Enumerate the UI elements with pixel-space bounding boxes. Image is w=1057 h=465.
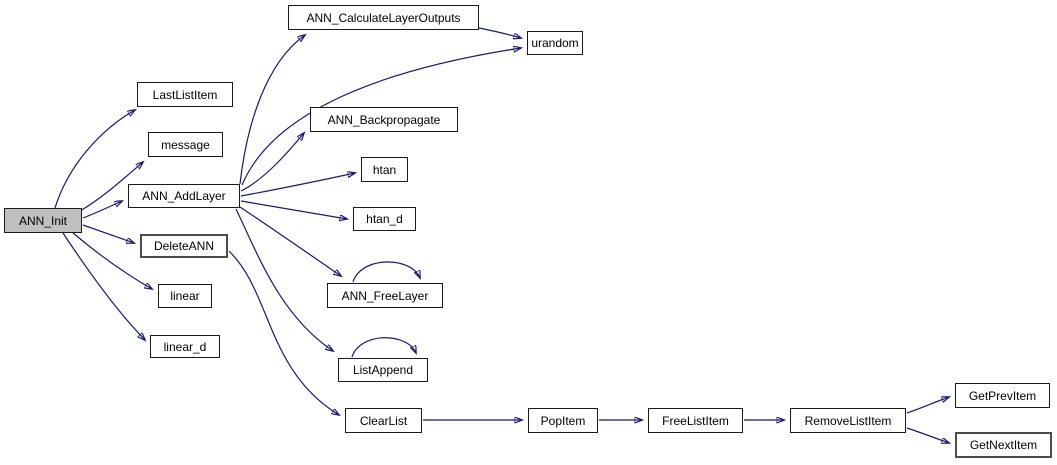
node-clearlist[interactable]: ClearList xyxy=(345,408,422,433)
node-deleteann[interactable]: DeleteANN xyxy=(140,234,228,258)
node-htan-d[interactable]: htan_d xyxy=(353,207,416,231)
node-urandom[interactable]: urandom xyxy=(527,31,583,55)
edge-ann-init-message xyxy=(79,162,143,212)
node-ann-freelayer[interactable]: ANN_FreeLayer xyxy=(327,283,443,308)
edge-ann-freelayer-self-loop xyxy=(352,261,420,283)
node-linear[interactable]: linear xyxy=(158,284,212,308)
edge-removelistitem-getprevitem xyxy=(906,397,949,414)
node-ann-init: ANN_Init xyxy=(4,208,82,233)
node-popitem[interactable]: PopItem xyxy=(528,408,598,433)
node-lastlistitem[interactable]: LastListItem xyxy=(137,82,233,107)
edge-ann-init-deleteann xyxy=(82,224,134,243)
edge-ann-addlayer-listappend xyxy=(235,208,333,351)
edge-ann-addlayer-htan-d xyxy=(240,200,347,219)
node-getnextitem[interactable]: GetNextItem xyxy=(955,432,1052,458)
node-freelistitem[interactable]: FreeListItem xyxy=(648,408,743,433)
edge-listappend-self-loop xyxy=(351,337,416,358)
node-ann-backpropagate[interactable]: ANN_Backpropagate xyxy=(310,107,458,132)
edge-ann-init-ann-addlayer xyxy=(82,201,122,219)
edge-ann-addlayer-htan xyxy=(240,173,355,197)
node-removelistitem[interactable]: RemoveListItem xyxy=(790,408,906,433)
node-htan[interactable]: htan xyxy=(361,157,408,182)
edge-ann-init-lastlistitem xyxy=(54,110,135,209)
edge-ann-init-linear-d xyxy=(62,232,145,340)
edge-ann-addlayer-ann-backpropagate xyxy=(240,133,304,192)
node-listappend[interactable]: ListAppend xyxy=(338,358,428,382)
node-ann-addlayer[interactable]: ANN_AddLayer xyxy=(128,184,240,208)
edge-removelistitem-getnextitem xyxy=(906,427,949,443)
edge-ann-addlayer-urandom xyxy=(241,48,521,186)
edge-ann-init-linear xyxy=(72,232,152,289)
node-getprevitem[interactable]: GetPrevItem xyxy=(955,383,1050,408)
edge-ann-addlayer-ann-freelayer xyxy=(239,206,341,276)
edge-deleteann-clearlist xyxy=(228,250,339,415)
node-message[interactable]: message xyxy=(148,132,223,157)
node-ann-calculatelayeroutputs[interactable]: ANN_CalculateLayerOutputs xyxy=(288,5,479,30)
edge-ann-calculatelayeroutputs-urandom xyxy=(478,27,521,38)
node-linear-d[interactable]: linear_d xyxy=(150,335,220,358)
edge-ann-addlayer-ann-calculatelayeroutputs xyxy=(239,35,305,185)
